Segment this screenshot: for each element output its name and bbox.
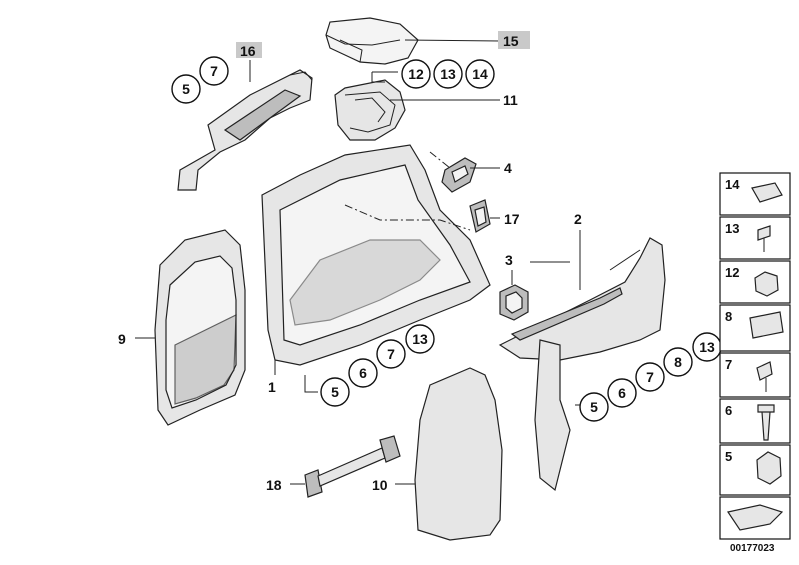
label-3: 3 — [505, 252, 513, 268]
circle-7-mid: 7 — [387, 346, 395, 362]
part-11-bracket — [334, 72, 406, 141]
circle-group-top-left: 5 7 — [171, 56, 229, 104]
circle-group-top-mid: 12 13 14 — [401, 59, 495, 89]
circle-group-bottom-right: 5 6 7 8 13 — [579, 332, 722, 422]
part-10-lower-panel — [414, 367, 503, 541]
sidebar-12: 12 — [725, 265, 739, 280]
label-4: 4 — [504, 160, 512, 176]
part-2-right-trim — [498, 237, 666, 361]
label-16: 16 — [240, 43, 256, 59]
label-11: 11 — [503, 92, 518, 108]
label-15-highlight — [498, 31, 530, 49]
label-18: 18 — [266, 477, 282, 493]
circle-13-mid: 13 — [412, 331, 428, 347]
circle-6-mid: 6 — [359, 365, 367, 381]
sidebar-13: 13 — [725, 221, 739, 236]
circle-5-right: 5 — [590, 399, 598, 415]
part-3-grommet — [499, 284, 529, 321]
part-17-clip — [469, 199, 491, 233]
part-1-side-panel — [261, 144, 491, 366]
rivet-icon — [756, 361, 773, 381]
hex-nut-icon — [754, 271, 779, 297]
circle-7-right: 7 — [646, 369, 654, 385]
part-15-cover — [325, 17, 419, 65]
arrow-icon — [727, 504, 784, 531]
circle-group-bottom-mid: 5 6 7 13 — [320, 324, 435, 407]
sidebar-5: 5 — [725, 449, 732, 464]
spring-nut-icon — [749, 311, 784, 339]
clip-nut-icon — [751, 182, 783, 203]
label-15: 15 — [503, 33, 519, 49]
circle-12: 12 — [408, 66, 424, 82]
sidebar-6: 6 — [725, 403, 732, 418]
circle-8-right: 8 — [674, 354, 682, 370]
circle-5-top: 5 — [182, 81, 190, 97]
label-16-highlight — [236, 42, 262, 58]
nut-icon — [756, 451, 782, 485]
circle-13-right: 13 — [699, 339, 715, 355]
circle-5-mid: 5 — [331, 384, 339, 400]
label-10: 10 — [372, 477, 388, 493]
sidebar-7: 7 — [725, 357, 732, 372]
circle-6-right: 6 — [618, 385, 626, 401]
circle-13: 13 — [440, 66, 456, 82]
sidebar-8: 8 — [725, 309, 732, 324]
part-18-strap — [304, 435, 401, 498]
screw-icon — [757, 225, 771, 241]
circle-7-top: 7 — [210, 63, 218, 79]
label-9: 9 — [118, 331, 126, 347]
sidebar-14: 14 — [725, 177, 740, 192]
part-16-upper-trim — [177, 69, 313, 191]
part-4-handle — [441, 157, 477, 193]
diagram-code: 00177023 — [730, 543, 775, 554]
label-1: 1 — [268, 379, 276, 395]
part-2-side-panel — [534, 339, 571, 492]
label-17: 17 — [504, 211, 520, 227]
expansion-rivet-icon — [757, 404, 775, 441]
fastener-sidebar: 14 13 12 8 7 6 5 — [719, 172, 791, 540]
circle-14: 14 — [472, 66, 488, 82]
part-9-frame — [154, 229, 246, 426]
label-2: 2 — [574, 211, 582, 227]
